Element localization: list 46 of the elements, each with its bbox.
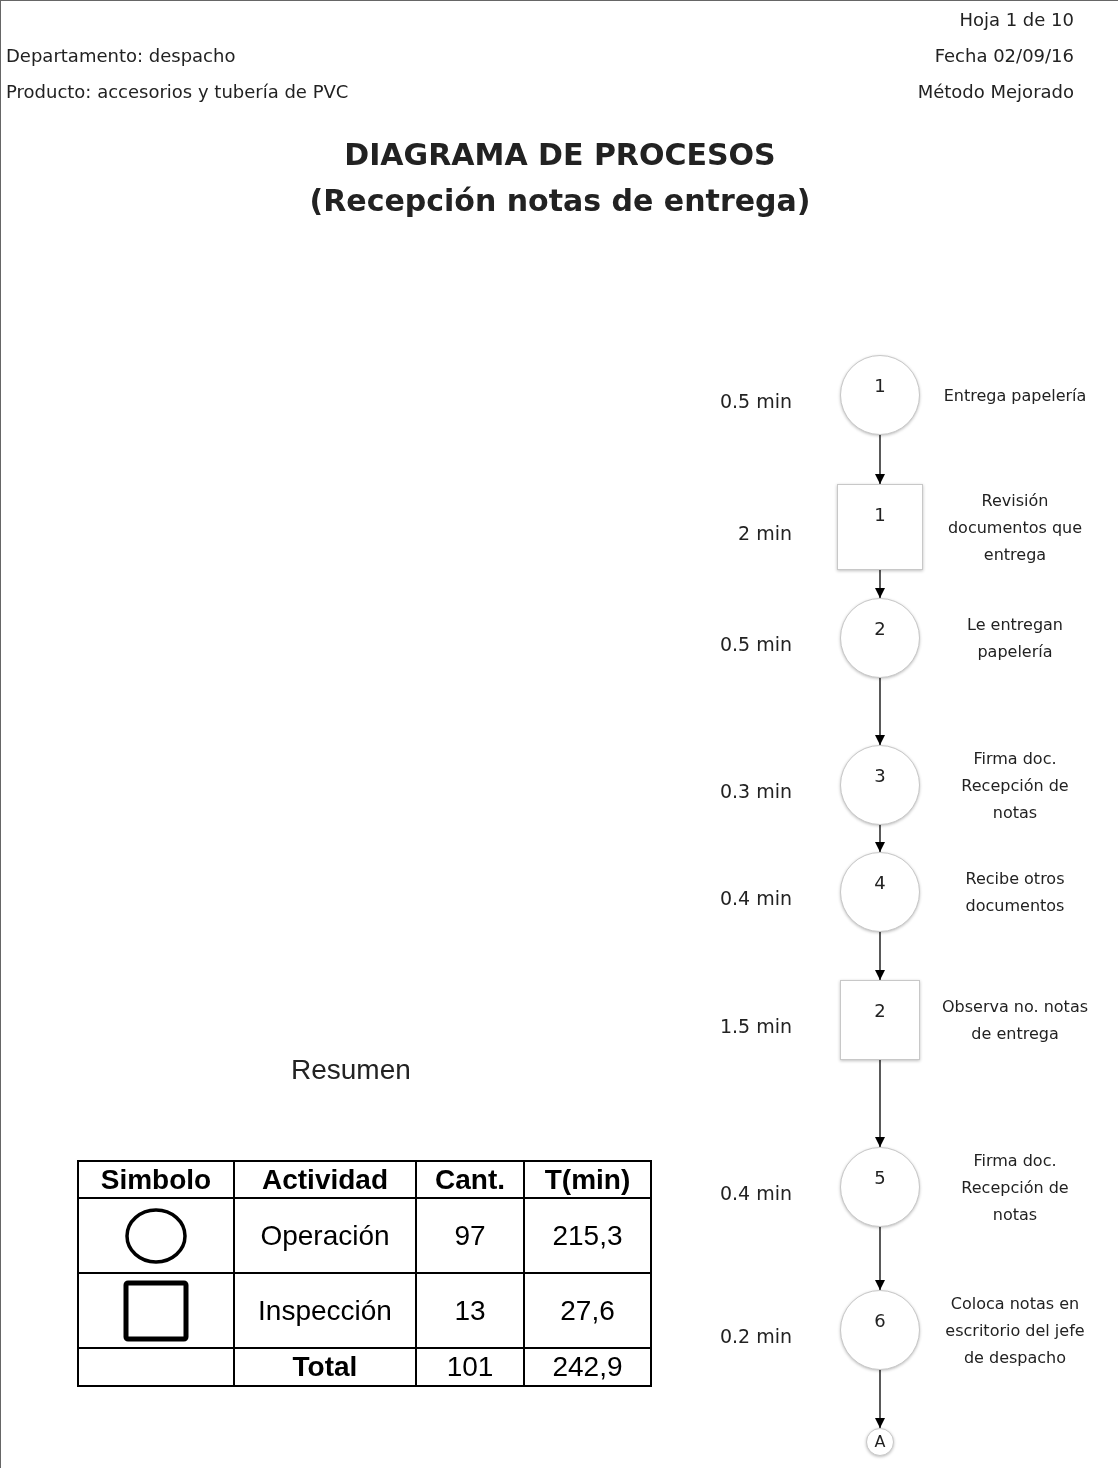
table-cell: 27,6 (524, 1273, 651, 1348)
arrow (875, 677, 885, 746)
duration-text: 0.3 min (719, 779, 792, 803)
arrow (875, 1226, 885, 1291)
table-cell: 101 (416, 1348, 524, 1386)
arrow (875, 434, 885, 485)
table-cell: Inspección (234, 1273, 416, 1348)
activity-description: Le entregan papelería (966, 614, 1064, 663)
activity-description: Recibe otros documentos (964, 868, 1066, 917)
header-text: Hoja 1 de 10 (959, 8, 1074, 32)
activity-description: Revisión documentos que entrega (946, 489, 1084, 566)
inspection-square: 2 (840, 980, 920, 1060)
table-cell: 215,3 (524, 1198, 651, 1273)
table-cell: 97 (416, 1198, 524, 1273)
duration-text: 2 min (738, 521, 792, 545)
table-header-cell: T(min) (524, 1161, 651, 1198)
duration-text: 0.4 min (719, 1181, 792, 1205)
header-text: Departamento: despacho (6, 44, 237, 68)
arrow (875, 1059, 885, 1148)
duration-text: 0.5 min (719, 389, 792, 413)
header-text: Fecha 02/09/16 (934, 44, 1074, 68)
activity-description: Firma doc. Recepción de notas (960, 1149, 1070, 1226)
summary-heading: Resumen (291, 1053, 411, 1087)
arrow (875, 569, 885, 599)
table-cell: Total (234, 1348, 416, 1386)
activity-description: Observa no. notas de entrega (941, 996, 1089, 1045)
table-header-cell: Simbolo (78, 1161, 234, 1198)
duration-text: 1.5 min (719, 1014, 792, 1038)
diagram-title: DIAGRAMA DE PROCESOS (Recepción notas de entrega) (308, 136, 812, 220)
activity-description: Coloca notas en escritorio del jefe de despacho (944, 1292, 1086, 1369)
table-header-cell: Cant. (416, 1161, 524, 1198)
table-cell: 13 (416, 1273, 524, 1348)
header-text: Producto: accesorios y tubería de PVC (6, 80, 349, 104)
duration-text: 0.4 min (719, 886, 792, 910)
header-text: Método Mejorado (917, 80, 1074, 104)
table-cell: Operación (234, 1198, 416, 1273)
activity-description: Firma doc. Recepción de notas (960, 747, 1070, 824)
table-header-cell: Actividad (234, 1161, 416, 1198)
arrow (875, 931, 885, 981)
inspection-square: 1 (837, 484, 923, 570)
activity-description: Entrega papelería (942, 384, 1088, 407)
duration-text: 0.2 min (719, 1324, 792, 1348)
duration-text: 0.5 min (719, 632, 792, 656)
table-cell: 242,9 (524, 1348, 651, 1386)
arrow (875, 824, 885, 853)
arrow (875, 1369, 885, 1429)
